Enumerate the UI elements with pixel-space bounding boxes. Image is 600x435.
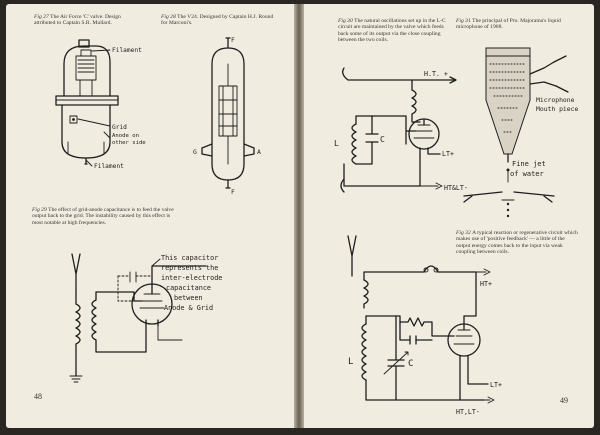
fig28-number: Fig 28 xyxy=(161,14,176,20)
page-number-right: 49 xyxy=(560,396,568,405)
fig31-label-mic-1: Microphone xyxy=(536,96,575,104)
page-number-left: 48 xyxy=(34,392,42,401)
fig27-valve-drawing xyxy=(55,39,119,167)
fig28-label-f-top: F xyxy=(231,36,235,44)
fig29-caption-text: The effect of grid-anode capacitance is … xyxy=(32,207,174,226)
fig29-note-6: Anode & Grid xyxy=(164,304,213,312)
fig30-label-lt: LT+ xyxy=(442,150,454,158)
fig32-label-c: C xyxy=(408,359,413,369)
fig27-label-grid: Grid xyxy=(112,124,127,131)
fig32-circuit xyxy=(347,235,495,404)
fig30-label-l: L xyxy=(334,139,339,148)
fig32-caption-text: A typical reaction or regenerative circu… xyxy=(456,230,578,256)
fig27-number: Fig 27 xyxy=(34,14,49,20)
fig31-label-jet-2: of water xyxy=(510,170,544,178)
fig29-note-3: inter-electrode xyxy=(161,274,222,282)
fig31-number: Fig 31 xyxy=(456,18,471,24)
fig27-caption: Fig 27 The Air Force 'C' valve. Design a… xyxy=(34,14,142,27)
fig32-labels: HT+ L C LT+ HT,LT- xyxy=(348,280,502,416)
fig31-caption: Fig 31 The principal of Pro. Majorama's … xyxy=(456,18,580,31)
fig30-label-ht: H.T. + xyxy=(424,70,448,78)
fig29-note-2: represents the xyxy=(161,264,218,272)
fig28-label-f-bottom: F xyxy=(231,188,235,196)
fig28-label-g: G xyxy=(193,148,197,156)
fig27-label-filament-bottom: Filament xyxy=(94,163,124,170)
fig32-number: Fig 32 xyxy=(456,230,471,236)
fig30-labels: H.T. + L C LT+ HT&LT- xyxy=(334,70,468,192)
fig29-number: Fig 29 xyxy=(32,207,47,213)
fig27-label-anode-1: Anode on xyxy=(112,133,139,139)
fig28-caption: Fig 28 The V24. Designed by Captain H.J.… xyxy=(161,14,281,27)
fig31-caption-text: The principal of Pro. Majorama's liquid … xyxy=(456,18,561,31)
fig30-label-ht-lt: HT&LT- xyxy=(444,184,468,192)
fig27-labels: Filament Grid Anode on other side Filame… xyxy=(94,47,146,170)
fig29-note-1: This capacitor xyxy=(161,254,218,262)
fig27-label-anode-2: other side xyxy=(112,140,146,146)
fig28-labels: F G A F xyxy=(193,36,261,196)
fig30-number: Fig 30 xyxy=(338,18,353,24)
fig29-caption: Fig 29 The effect of grid-anode capacita… xyxy=(32,207,174,226)
fig29-labels: This capacitor represents the inter-elec… xyxy=(161,254,222,312)
fig31-label-mic-2: Mouth piece xyxy=(536,105,578,113)
fig32-label-ht-lt: HT,LT- xyxy=(456,408,480,416)
fig32-label-lt: LT+ xyxy=(490,381,502,389)
book-gutter xyxy=(294,4,304,428)
fig29-note-4: capacitance xyxy=(166,284,211,292)
fig30-circuit xyxy=(340,67,457,193)
fig28-valve-drawing xyxy=(201,37,255,189)
fig30-caption-text: The natural oscillations set up in the L… xyxy=(338,18,446,44)
fig29-note-5: between xyxy=(174,294,203,302)
fig31-labels: Microphone Mouth piece Fine jet of water xyxy=(510,96,578,178)
left-page: Fig 27 The Air Force 'C' valve. Design a… xyxy=(6,4,294,428)
right-page: Fig 30 The natural oscillations set up i… xyxy=(304,4,594,428)
fig32-label-l: L xyxy=(348,357,353,367)
fig28-label-a: A xyxy=(257,148,261,156)
fig30-label-c: C xyxy=(380,135,385,144)
fig31-label-jet-1: Fine jet xyxy=(512,160,546,168)
fig30-caption: Fig 30 The natural oscillations set up i… xyxy=(338,18,450,44)
fig27-label-filament-top: Filament xyxy=(112,47,142,54)
fig28-caption-text: The V24. Designed by Captain H.J. Round … xyxy=(161,14,274,27)
fig29-circuit xyxy=(69,253,207,383)
fig27-caption-text: The Air Force 'C' valve. Design attribut… xyxy=(34,14,121,27)
fig32-label-ht: HT+ xyxy=(480,280,492,288)
fig32-caption: Fig 32 A typical reaction or regenerativ… xyxy=(456,230,580,256)
fig31-microphone-drawing xyxy=(463,47,569,218)
